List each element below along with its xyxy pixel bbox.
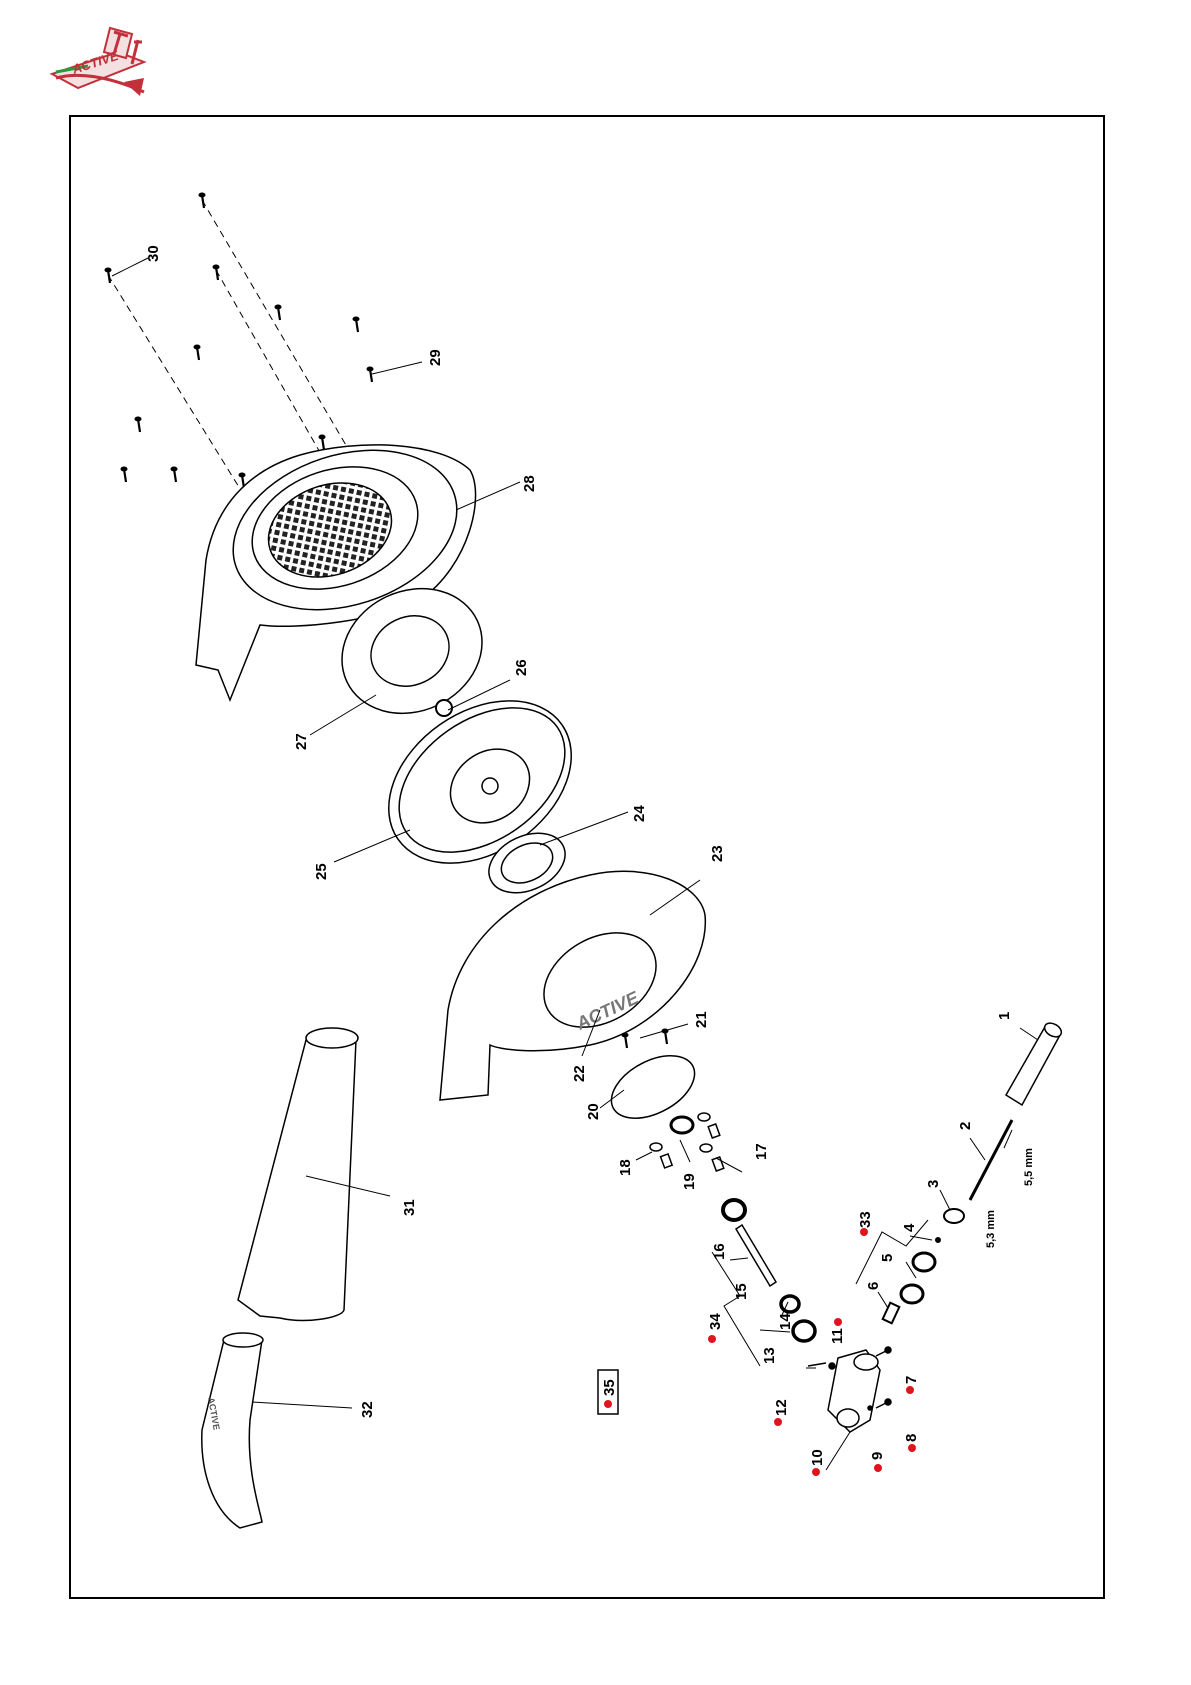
screws-30 bbox=[105, 193, 360, 489]
callout-27: 27 bbox=[293, 733, 310, 750]
callout-33: 33 bbox=[857, 1211, 874, 1228]
part-26-nut bbox=[436, 700, 452, 716]
part-16-bearing bbox=[723, 1200, 745, 1220]
callout-3: 3 bbox=[925, 1180, 942, 1188]
callout-19: 19 bbox=[681, 1173, 698, 1190]
callout-15: 15 bbox=[733, 1283, 750, 1300]
part-1-tube bbox=[1006, 1020, 1064, 1105]
callout-1: 1 bbox=[996, 1012, 1013, 1020]
callout-31: 31 bbox=[401, 1199, 418, 1216]
callout-32: 32 bbox=[359, 1401, 376, 1418]
screw-21a bbox=[622, 1033, 629, 1049]
callout-22: 22 bbox=[571, 1065, 588, 1082]
dimension-5-5mm: 5,5 mm bbox=[1023, 1148, 1035, 1186]
callout-18: 18 bbox=[617, 1159, 634, 1176]
part-2-shaft bbox=[970, 1120, 1012, 1200]
dimension-5-3mm: 5,3 mm bbox=[985, 1210, 997, 1248]
callout-16: 16 bbox=[711, 1243, 728, 1260]
callout-35: 35 bbox=[601, 1379, 618, 1396]
callout-2: 2 bbox=[957, 1122, 974, 1130]
callout-13: 13 bbox=[761, 1347, 778, 1364]
callout-21: 21 bbox=[693, 1011, 710, 1028]
callout-12: 12 bbox=[773, 1399, 790, 1416]
part-31-tube bbox=[238, 1028, 358, 1320]
callout-9: 9 bbox=[869, 1452, 886, 1460]
callout-14: 14 bbox=[777, 1313, 794, 1330]
callout-25: 25 bbox=[313, 863, 330, 880]
callout-6: 6 bbox=[865, 1282, 882, 1290]
callout-30: 30 bbox=[145, 245, 162, 262]
part-19-washer bbox=[671, 1117, 693, 1133]
part-6-spindle bbox=[883, 1303, 900, 1324]
callout-20: 20 bbox=[585, 1103, 602, 1120]
callout-8: 8 bbox=[903, 1434, 920, 1442]
callout-11: 11 bbox=[829, 1328, 846, 1344]
callout-24: 24 bbox=[631, 805, 648, 822]
callout-26: 26 bbox=[513, 659, 530, 676]
part-3-circlip bbox=[944, 1209, 964, 1223]
callout-5: 5 bbox=[879, 1254, 896, 1262]
callout-4: 4 bbox=[901, 1223, 918, 1232]
part-5-bearings bbox=[901, 1253, 935, 1303]
part-4-key bbox=[935, 1237, 941, 1243]
callout-29: 29 bbox=[427, 349, 444, 366]
part-35-kit-box: 35 bbox=[598, 1370, 618, 1414]
part-15-shaft bbox=[736, 1225, 776, 1286]
part-10-gearbox bbox=[828, 1350, 880, 1432]
callout-34: 34 bbox=[707, 1313, 724, 1330]
callout-28: 28 bbox=[521, 475, 538, 492]
callout-17: 17 bbox=[753, 1143, 770, 1160]
part-32-nozzle bbox=[202, 1333, 263, 1528]
callout-10: 10 bbox=[809, 1449, 826, 1466]
callout-23: 23 bbox=[709, 845, 726, 862]
callout-7: 7 bbox=[903, 1376, 920, 1384]
